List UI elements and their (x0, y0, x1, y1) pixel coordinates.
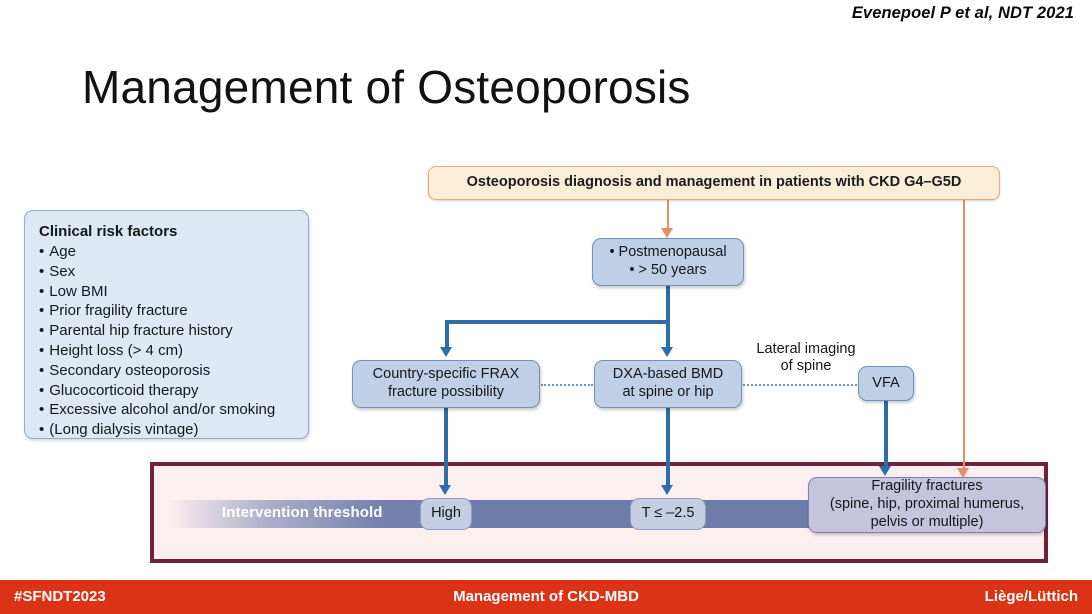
dotted-link-frax-dxa (541, 384, 593, 386)
citation-text: Evenepoel P et al, NDT 2021 (851, 4, 1074, 22)
list-item: Age (39, 242, 308, 262)
dotted-link-dxa-vfa (743, 384, 857, 386)
fragility-line-1: Fragility fractures (871, 478, 983, 495)
list-item: Low BMI (39, 282, 308, 302)
list-item: Sex (39, 262, 308, 282)
frax-line-2: fracture possibility (387, 384, 505, 400)
footer-title: Management of CKD-MBD (453, 588, 639, 605)
connector-banner-to-postmenopausal (667, 200, 670, 230)
arrow-frax-to-high (439, 485, 451, 495)
connector-split-horizontal (445, 320, 669, 324)
arrow-vfa-to-fragility (879, 466, 891, 476)
footer-hashtag: #SFNDT2023 (14, 588, 106, 605)
flow-banner: Osteoporosis diagnosis and management in… (428, 166, 1000, 200)
flow-box-frax: Country-specific FRAX fracture possibili… (352, 360, 540, 408)
risk-panel-heading: Clinical risk factors (39, 223, 178, 240)
connector-banner-to-fragility (963, 200, 966, 471)
connector-frax-to-high (444, 408, 448, 487)
fragility-line-3: pelvis or multiple) (870, 513, 984, 530)
connector-postmenopausal-down (666, 286, 670, 322)
flow-box-vfa: VFA (858, 366, 914, 401)
postmenopausal-line-1: • Postmenopausal (609, 244, 727, 261)
lateral-line-1: Lateral imaging (756, 341, 856, 357)
connector-dxa-to-tscore (666, 408, 670, 487)
connector-vfa-to-fragility (884, 401, 888, 468)
intervention-threshold-bar (168, 500, 868, 528)
footer-bar: #SFNDT2023 Management of CKD-MBD Liège/L… (0, 580, 1092, 614)
fragility-line-2: (spine, hip, proximal humerus, (829, 496, 1025, 513)
list-item: (Long dialysis vintage) (39, 420, 308, 440)
risk-factor-list: Age Sex Low BMI Prior fragility fracture… (39, 242, 308, 440)
arrow-banner-to-postmenopausal (661, 228, 673, 238)
list-item: Excessive alcohol and/or smoking (39, 400, 308, 420)
flow-box-tscore: T ≤ –2.5 (630, 498, 706, 530)
flow-box-high: High (420, 498, 472, 530)
list-item: Secondary osteoporosis (39, 361, 308, 381)
clinical-risk-factors-panel: Clinical risk factors Age Sex Low BMI Pr… (24, 210, 309, 439)
connector-split-to-dxa (666, 320, 670, 349)
flow-box-dxa: DXA-based BMD at spine or hip (594, 360, 742, 408)
lateral-line-2: of spine (780, 358, 832, 375)
list-item: Glucocorticoid therapy (39, 381, 308, 401)
page-title: Management of Osteoporosis (82, 61, 691, 113)
lateral-imaging-label: Lateral imaging of spine (748, 341, 864, 376)
list-item: Height loss (> 4 cm) (39, 341, 308, 361)
list-item: Prior fragility fracture (39, 301, 308, 321)
arrow-split-to-dxa (661, 347, 673, 357)
dxa-line-1: DXA-based BMD (612, 366, 724, 383)
dxa-line-2: at spine or hip (622, 384, 714, 400)
intervention-threshold-label: Intervention threshold (222, 504, 383, 521)
list-item: Parental hip fracture history (39, 321, 308, 341)
postmenopausal-line-2: • > 50 years (629, 262, 707, 278)
arrow-dxa-to-tscore (661, 485, 673, 495)
flow-box-postmenopausal: • Postmenopausal • > 50 years (592, 238, 744, 286)
connector-split-to-frax (445, 320, 449, 349)
arrow-banner-to-fragility (957, 468, 969, 478)
footer-location: Liège/Lüttich (984, 588, 1078, 605)
flow-box-fragility-fractures: Fragility fractures (spine, hip, proxima… (808, 477, 1046, 533)
arrow-split-to-frax (440, 347, 452, 357)
frax-line-1: Country-specific FRAX (372, 366, 520, 383)
